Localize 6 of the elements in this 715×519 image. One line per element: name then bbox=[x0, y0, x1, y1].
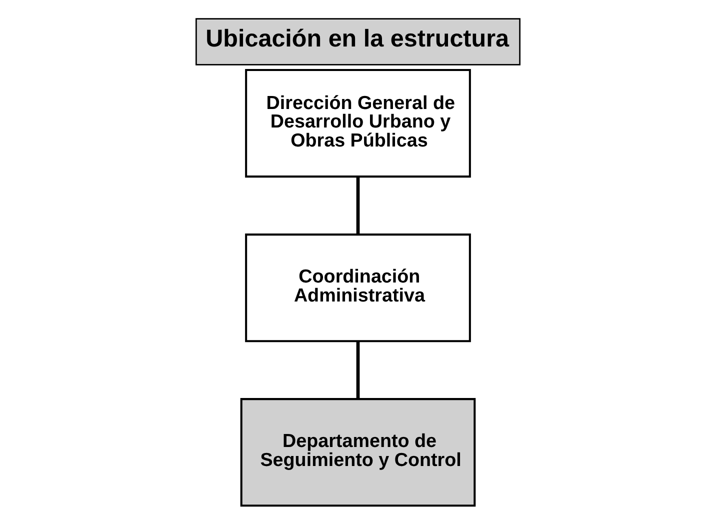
connector bbox=[356, 341, 360, 399]
node-box: Dirección General de Desarrollo Urbano y Obras Públicas bbox=[244, 69, 470, 178]
node-box: Departamento de Seguimiento y Control bbox=[240, 398, 476, 507]
diagram-title: Ubicación en la estructura bbox=[205, 25, 509, 52]
node-box: Coordinación Administrativa bbox=[244, 234, 470, 342]
connector bbox=[356, 176, 360, 234]
